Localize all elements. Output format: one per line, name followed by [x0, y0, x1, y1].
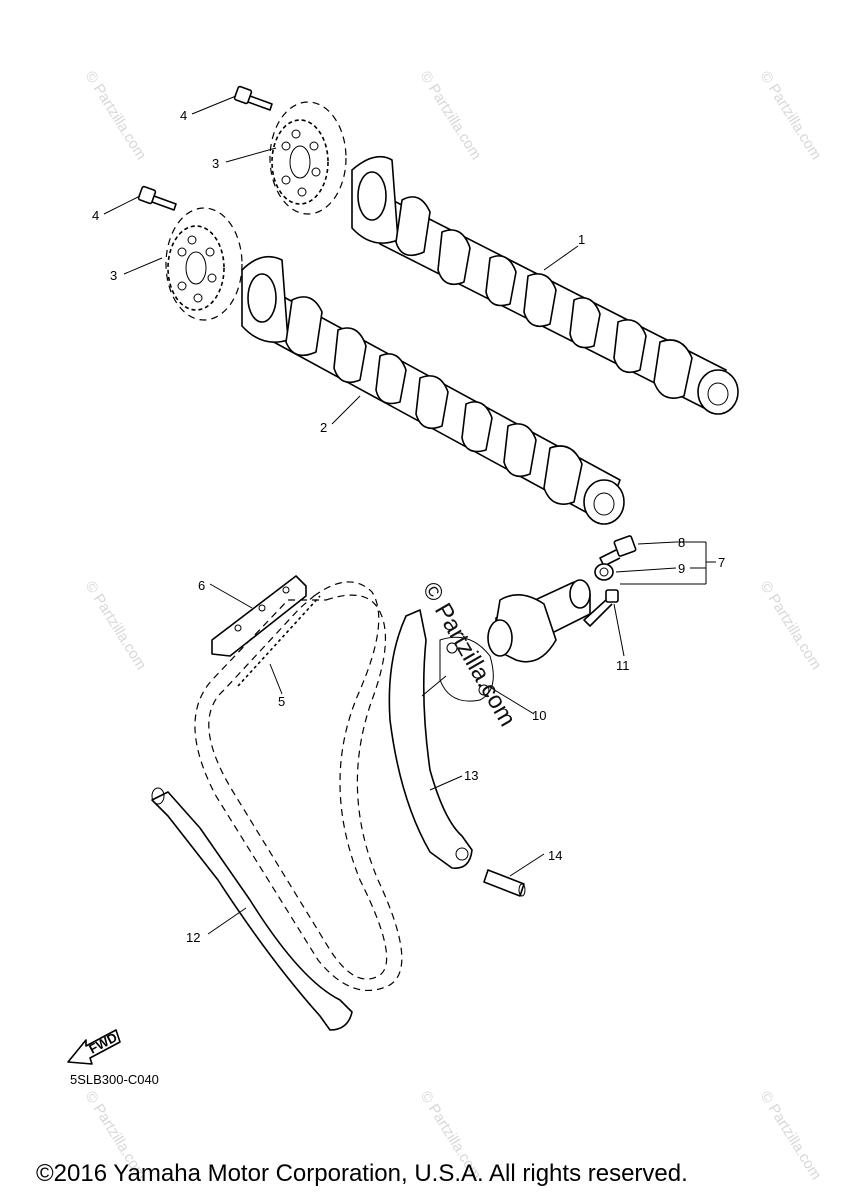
copyright-notice: ©2016 Yamaha Motor Corporation, U.S.A. A… — [36, 1160, 688, 1187]
callout-3-upper: 3 — [212, 156, 219, 171]
callout-13: 13 — [464, 768, 478, 783]
callout-2: 2 — [320, 420, 327, 435]
callout-12: 12 — [186, 930, 200, 945]
callout-9: 9 — [678, 561, 685, 576]
camshaft-lower — [241, 255, 625, 525]
timing-chain — [194, 581, 403, 991]
callout-3-lower: 3 — [110, 268, 117, 283]
callout-10: 10 — [532, 708, 546, 723]
fwd-label: FWD — [86, 1030, 119, 1057]
fwd-arrow-icon: FWD — [67, 1029, 121, 1065]
watermark-top-center: © Partzilla.com — [417, 68, 485, 163]
watermark-top-right: © Partzilla.com — [757, 68, 825, 163]
sprocket-lower — [165, 207, 243, 321]
watermark-mid-left: © Partzilla.com — [82, 578, 150, 673]
chain-guide-tensioner — [388, 609, 473, 869]
bolt-lower — [137, 185, 177, 211]
watermark-top-left: © Partzilla.com — [82, 68, 150, 163]
watermark-mid-right: © Partzilla.com — [757, 578, 825, 673]
callout-8: 8 — [678, 535, 685, 550]
diagram-code: 5SLB300-C040 — [70, 1072, 159, 1087]
bolt-upper — [233, 85, 273, 111]
callout-14: 14 — [548, 848, 562, 863]
callout-11: 11 — [616, 658, 630, 673]
leader-lines — [103, 95, 716, 935]
callout-1: 1 — [578, 232, 585, 247]
callout-7: 7 — [718, 555, 725, 570]
callout-6: 6 — [198, 578, 205, 593]
callout-labels: 1 2 3 3 4 4 5 6 7 8 9 10 11 12 13 14 — [92, 108, 725, 945]
chain-tensioner — [439, 535, 637, 702]
guide-pin — [483, 869, 526, 897]
chain-guide-upper — [211, 575, 307, 657]
chain-guide-fixed — [151, 787, 353, 1031]
camshaft-upper — [351, 155, 739, 415]
watermark-bottom-right: © Partzilla.com — [757, 1088, 825, 1183]
callout-4-upper: 4 — [180, 108, 187, 123]
callout-4-lower: 4 — [92, 208, 99, 223]
sprocket-upper — [269, 101, 347, 215]
callout-5: 5 — [278, 694, 285, 709]
